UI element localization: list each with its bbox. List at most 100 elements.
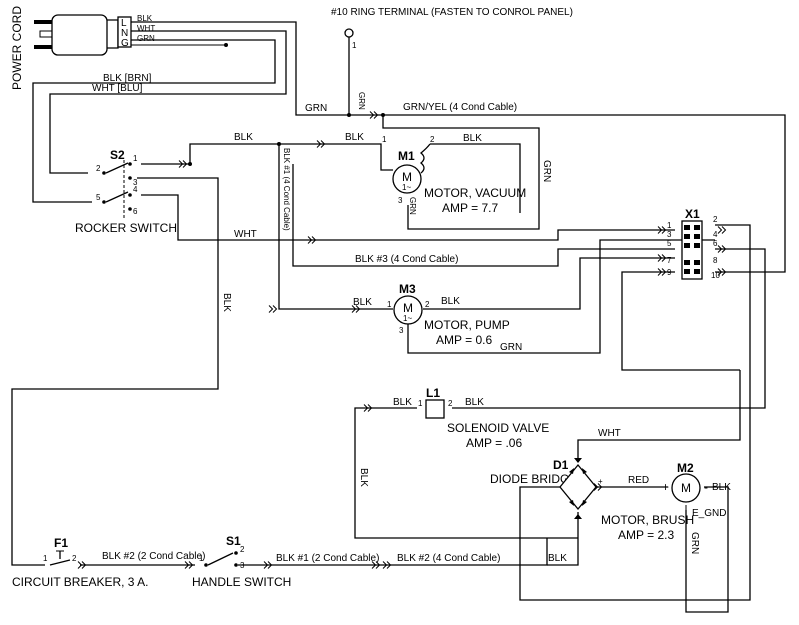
m1-name: MOTOR, VACUUM <box>424 186 526 200</box>
label-red: RED <box>628 475 649 486</box>
m1-sub: 1~ <box>402 183 411 192</box>
label-blk2-2cond: BLK #2 (2 Cond Cable) <box>102 551 205 562</box>
s1-pin2: 2 <box>240 545 245 554</box>
m3-sub: 1~ <box>403 314 412 323</box>
x1-pin8: 8 <box>713 256 718 265</box>
label-blk-left-loop: BLK <box>358 468 369 487</box>
l1-name: SOLENOID VALVE <box>447 421 549 435</box>
label-blk2-4cond: BLK #2 (4 Cond Cable) <box>397 553 500 564</box>
wire-labels: GRN GRN/YEL (4 Cond Cable) BLK BLK BLK G… <box>102 102 731 564</box>
label-blk-brn: BLK [BRN] <box>103 73 152 84</box>
label-grn-m2: GRN <box>689 532 700 554</box>
s2-rocker-switch: S2 1 2 3 4 5 6 ROCKER SWITCH <box>75 148 177 235</box>
d1-diode-bridge: D1 DIODE BRIDGE + <box>490 458 603 519</box>
x1-pin3: 3 <box>667 230 672 239</box>
d1-name: DIODE BRIDGE <box>490 472 577 486</box>
m1-pin3: 3 <box>398 196 403 205</box>
label-blk-l1-right: BLK <box>465 397 484 408</box>
m3-ref: M3 <box>399 282 416 296</box>
m3-symbol: M <box>403 301 413 315</box>
m1-ref: M1 <box>398 149 415 163</box>
x1-pin5: 5 <box>667 239 672 248</box>
m3-pin1: 1 <box>387 300 392 309</box>
x1-pin6: 6 <box>713 239 718 248</box>
l1-pin1: 1 <box>418 399 423 408</box>
s2-ref: S2 <box>110 148 125 162</box>
f1-ref: F1 <box>54 536 68 550</box>
label-wht-blu: WHT [BLU] <box>92 83 143 94</box>
x1-pin7: 7 <box>667 256 672 265</box>
l1-amp: AMP = .06 <box>466 436 522 450</box>
m1-pin2: 2 <box>430 135 435 144</box>
label-blk-vertical: BLK <box>221 293 232 312</box>
s2-pin5: 5 <box>96 193 101 202</box>
m1-motor-vacuum: M1 M 1~ 1 2 3 MOTOR, VACUUM AMP = 7.7 <box>382 135 526 215</box>
s1-ref: S1 <box>226 534 241 548</box>
x1-terminal-block: X1 1 3 5 7 9 2 4 6 8 10 <box>667 207 720 280</box>
label-blk1-4cond: BLK #1 (4 Cond Cable) <box>282 148 291 231</box>
label-blk-l1-left: BLK <box>393 397 412 408</box>
s2-name: ROCKER SWITCH <box>75 221 177 235</box>
power-cord: POWER CORD L N G BLK WHT GRN WHT [BLU] B… <box>10 6 155 94</box>
plug-prong-bottom <box>34 45 52 49</box>
m1-pin1: 1 <box>382 135 387 144</box>
s2-pin6: 6 <box>133 207 138 216</box>
s2-pin1: 1 <box>133 154 138 163</box>
label-blk3-4cond: BLK #3 (4 Cond Cable) <box>355 254 458 265</box>
m3-name: MOTOR, PUMP <box>424 318 510 332</box>
ring-pin: 1 <box>352 41 357 50</box>
s2-pin2: 2 <box>96 164 101 173</box>
label-grn-right: GRN <box>541 160 552 182</box>
f1-pin1: 1 <box>43 554 48 563</box>
m3-pin3: 3 <box>399 326 404 335</box>
m2-name: MOTOR, BRUSH <box>601 513 694 527</box>
label-blk-s2: BLK <box>234 132 253 143</box>
label-grn-m1: GRN <box>408 197 417 215</box>
x1-pin9: 9 <box>667 268 672 277</box>
m1-amp: AMP = 7.7 <box>442 201 498 215</box>
s1-pin1: 1 <box>199 554 204 563</box>
l1-pin2: 2 <box>448 399 453 408</box>
m2-plus: + <box>662 480 669 494</box>
x1-pin2: 2 <box>713 215 718 224</box>
m3-motor-pump: M3 M 1~ 1 2 3 MOTOR, PUMP AMP = 0.6 <box>387 282 510 347</box>
l1-ref: L1 <box>426 386 440 400</box>
f1-pin2: 2 <box>72 554 77 563</box>
label-wht: WHT <box>234 229 257 240</box>
cord-pin-g: G <box>121 38 129 49</box>
label-blk-m1-2: BLK <box>463 133 482 144</box>
cord-wire-blk: BLK <box>137 14 153 23</box>
x1-pin10: 10 <box>711 271 720 280</box>
plug-terminal-block <box>117 16 132 48</box>
plug-cable <box>107 19 119 49</box>
label-blk1-2cond: BLK #1 (2 Cond Cable) <box>276 553 379 564</box>
m3-amp: AMP = 0.6 <box>436 333 492 347</box>
f1-name: CIRCUIT BREAKER, 3 A. <box>12 575 148 589</box>
s2-pin3: 3 <box>133 178 138 187</box>
plug-body <box>51 14 108 56</box>
d1-ref: D1 <box>553 458 569 472</box>
x1-ref: X1 <box>685 207 700 221</box>
d1-plus: + <box>598 477 603 486</box>
label-grn-yel: GRN/YEL (4 Cond Cable) <box>403 102 517 113</box>
power-cord-title: POWER CORD <box>10 6 24 90</box>
cord-pin-l: L <box>121 18 127 29</box>
s1-name: HANDLE SWITCH <box>192 575 291 589</box>
m3-pin2: 2 <box>425 300 430 309</box>
cord-pin-n: N <box>121 28 128 39</box>
m2-motor-brush: M2 M + - E_GND MOTOR, BRUSH AMP = 2.3 <box>601 461 726 542</box>
ring-terminal: #10 RING TERMINAL (FASTEN TO CONROL PANE… <box>331 7 573 110</box>
m2-symbol: M <box>681 481 691 495</box>
x1-pin1: 1 <box>667 221 672 230</box>
cord-wire-grn: GRN <box>137 34 155 43</box>
label-blk-m3-left: BLK <box>353 297 372 308</box>
m1-symbol: M <box>402 170 412 184</box>
s2-pin4: 4 <box>133 185 138 194</box>
plug-ground-pin <box>39 30 53 38</box>
ring-terminal-title: #10 RING TERMINAL (FASTEN TO CONROL PANE… <box>331 7 573 18</box>
m2-amp: AMP = 2.3 <box>618 528 674 542</box>
label-blk-m3-right: BLK <box>441 296 460 307</box>
m2-minus: - <box>704 480 708 494</box>
f1-circuit-breaker: F1 1 2 CIRCUIT BREAKER, 3 A. <box>12 536 148 589</box>
